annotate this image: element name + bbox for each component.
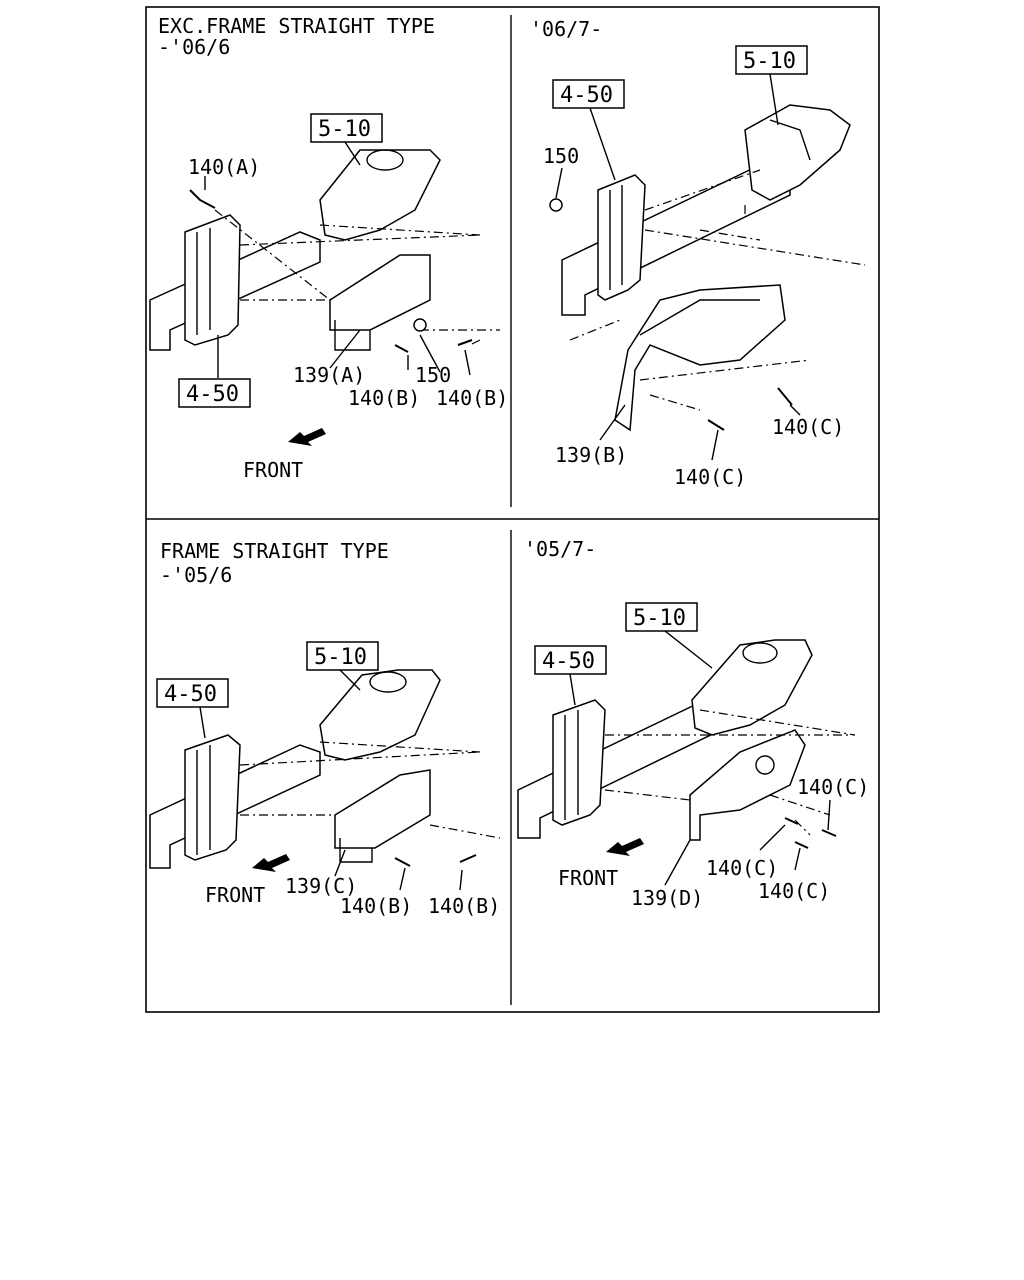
panel-top-left: EXC.FRAME STRAIGHT TYPE -'06/6 5-10 4-50…: [149, 14, 508, 482]
bolt-140b-2-icon: [459, 854, 477, 863]
front-label: FRONT: [205, 883, 265, 907]
panel-bottom-right: '05/7- 5-10 4-50 140(C) 140(C) 140(C) 13…: [517, 537, 869, 910]
ref-5-10: 5-10: [314, 645, 367, 670]
bolt-140b-2-icon: [457, 339, 473, 346]
bracket-4-50: [552, 699, 606, 826]
label-140b: 140(B): [340, 894, 412, 918]
cross-member-139d: [689, 729, 806, 841]
ref-box-4-50: [178, 378, 251, 408]
label-140c-3: 140(C): [758, 879, 830, 903]
ref-5-10: 5-10: [633, 606, 686, 631]
ref-4-50: 4-50: [560, 83, 613, 108]
label-140b-2: 140(B): [428, 894, 500, 918]
label-139d: 139(D): [631, 886, 703, 910]
label-140a: 140(A): [188, 155, 260, 179]
front-arrow-icon: [606, 838, 644, 856]
nut-150-icon: [413, 318, 427, 332]
bracket-4-50: [184, 734, 241, 861]
nut-150-icon: [549, 198, 563, 212]
ref-4-50: 4-50: [164, 682, 217, 707]
bracket-5-10: [691, 639, 813, 736]
ref-5-10: 5-10: [743, 49, 796, 74]
label-140c-2: 140(C): [772, 415, 844, 439]
bracket-5-10: [744, 104, 851, 201]
panel-bottom-left: FRAME STRAIGHT TYPE -'05/6 5-10 4-50 139…: [149, 539, 500, 918]
bolt-140c-3-icon: [821, 829, 837, 837]
panel-title: EXC.FRAME STRAIGHT TYPE: [158, 14, 435, 38]
panel-date: '05/7-: [524, 537, 596, 561]
bracket-4-50: [184, 214, 241, 346]
label-140c: 140(C): [797, 775, 869, 799]
label-139a: 139(A): [293, 363, 365, 387]
ref-box-5-10: [306, 641, 379, 671]
label-140b-2: 140(B): [436, 386, 508, 410]
bolt-140c-icon: [777, 387, 793, 406]
front-label: FRONT: [243, 458, 303, 482]
outer-frame: [145, 6, 880, 1013]
panel-top-right: '06/7- 5-10 4-50 150 139(B) 140(C) 140(C…: [530, 17, 866, 489]
bolt-140b-icon: [394, 857, 411, 867]
panel-date: -'06/6: [158, 35, 230, 59]
cross-member-139c: [334, 769, 431, 849]
panel-date: '06/7-: [530, 17, 602, 41]
panel-title: FRAME STRAIGHT TYPE: [160, 539, 389, 563]
label-139b: 139(B): [555, 443, 627, 467]
bolt-140a-icon: [189, 189, 216, 209]
bolt-140c-icon: [784, 817, 799, 825]
ref-4-50: 4-50: [186, 382, 239, 407]
front-arrow-icon: [288, 428, 326, 446]
bracket-5-10: [319, 669, 441, 761]
label-139c: 139(C): [285, 874, 357, 898]
panel-date: -'05/6: [160, 563, 232, 587]
ref-4-50: 4-50: [542, 649, 595, 674]
label-140c-2: 140(C): [706, 856, 778, 880]
ref-5-10: 5-10: [318, 117, 371, 142]
front-label: FRONT: [558, 866, 618, 890]
bracket-5-10: [319, 149, 441, 241]
ref-box-4-50: [156, 678, 229, 708]
ref-box-5-10: [625, 602, 698, 632]
label-140c: 140(C): [674, 465, 746, 489]
cross-member-139a: [329, 254, 431, 331]
bolt-140c-2-icon: [707, 419, 725, 431]
ref-box-4-50: [552, 79, 625, 109]
label-150: 150: [543, 144, 579, 168]
ref-box-5-10: [310, 113, 383, 143]
label-150: 150: [415, 363, 451, 387]
front-arrow-icon: [252, 854, 290, 872]
cross-member-139b: [614, 284, 786, 432]
bolt-140b-icon: [394, 344, 409, 353]
ref-box-5-10: [735, 45, 808, 75]
label-140b: 140(B): [348, 386, 420, 410]
bolt-140c-2-icon: [794, 841, 809, 849]
